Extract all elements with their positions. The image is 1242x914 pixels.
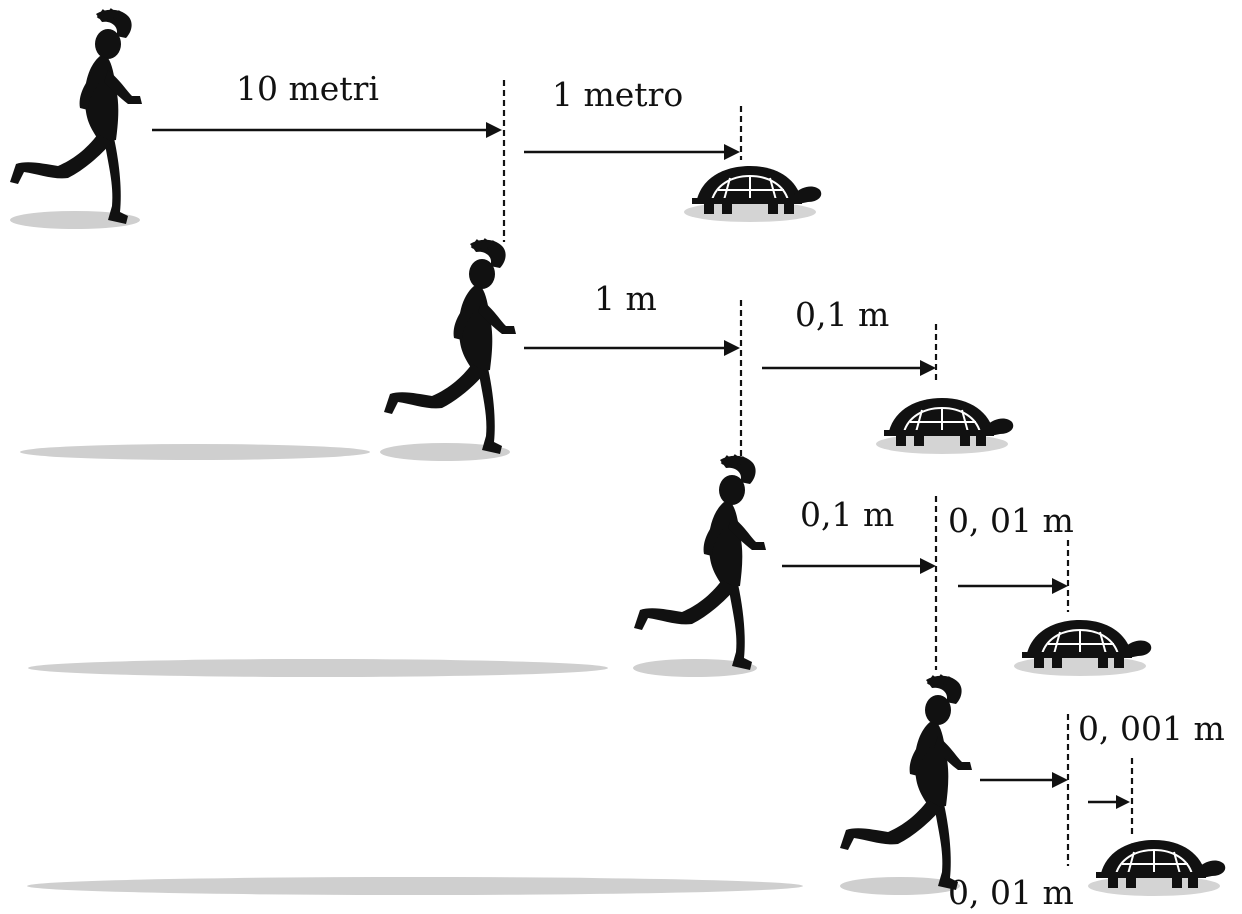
runner-shadow — [840, 877, 960, 895]
runner-icon — [838, 673, 974, 892]
gap-label: 0, 001 m — [1078, 709, 1225, 748]
track-shadow — [20, 444, 370, 460]
arrow-head-icon — [920, 360, 936, 376]
distance-label: 10 metri — [236, 69, 379, 108]
tortoise-icon — [683, 165, 823, 223]
row-2: 1 m 0,1 m — [20, 237, 1015, 466]
track-shadow — [28, 659, 608, 677]
runner-icon — [382, 237, 518, 456]
runner-shadow — [10, 211, 140, 229]
arrow-head-icon — [920, 558, 936, 574]
distance-label: 0, 01 m — [948, 873, 1074, 912]
arrow-head-icon — [1052, 772, 1068, 788]
runner-icon — [8, 7, 144, 226]
arrow-head-icon — [1052, 578, 1068, 594]
runner-icon — [632, 453, 768, 672]
row-4: 0, 01 m 0, 001 m — [27, 673, 1227, 912]
runner-shadow — [380, 443, 510, 461]
row-1: 10 metri 1 metro — [8, 7, 823, 242]
runner-shadow — [633, 659, 757, 677]
arrow-head-icon — [724, 340, 740, 356]
gap-label: 0,1 m — [795, 295, 889, 334]
arrow-head-icon — [1116, 795, 1130, 809]
row-3: 0,1 m 0, 01 m — [28, 453, 1153, 677]
tortoise-icon — [1013, 619, 1153, 677]
track-shadow — [27, 877, 803, 895]
tortoise-icon — [1087, 839, 1227, 897]
distance-label: 1 m — [594, 279, 657, 318]
gap-label: 0, 01 m — [948, 501, 1074, 540]
arrow-head-icon — [724, 144, 740, 160]
distance-label: 0,1 m — [800, 495, 894, 534]
arrow-head-icon — [486, 122, 502, 138]
tortoise-icon — [875, 397, 1015, 455]
gap-label: 1 metro — [552, 75, 683, 114]
